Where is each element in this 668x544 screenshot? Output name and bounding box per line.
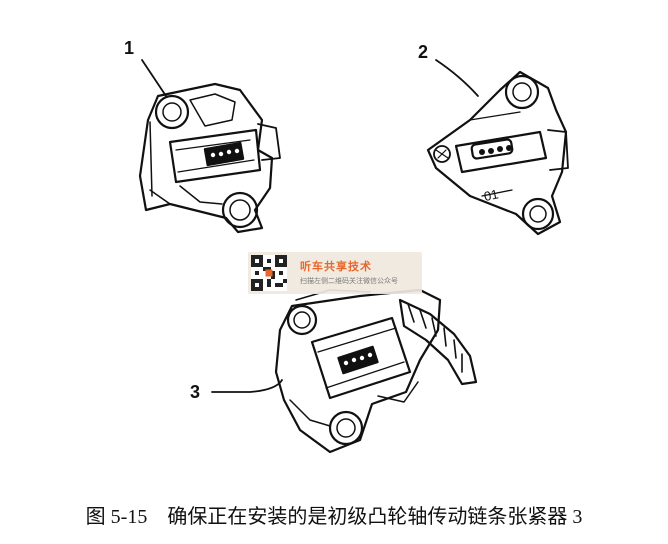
tensioner-part-3 xyxy=(274,288,478,454)
tensioner-part-2: 01 xyxy=(426,70,569,236)
callout-3: 3 xyxy=(190,382,201,402)
tensioner-figure: 01 xyxy=(138,59,569,454)
svg-text:01: 01 xyxy=(482,186,499,204)
watermark-title: 听车共享技术 xyxy=(300,260,372,273)
watermark-subtitle: 扫描左侧二维码关注微信公众号 xyxy=(300,277,398,285)
tensioner-part-1 xyxy=(138,82,281,234)
watermark-badge: 听车共享技术 扫描左侧二维码关注微信公众号 xyxy=(248,252,422,294)
callout-2: 2 xyxy=(418,42,429,62)
callout-1: 1 xyxy=(124,38,135,58)
leader-line-2 xyxy=(435,59,479,97)
figure-caption: 图 5-15 确保正在安装的是初级凸轮轴传动链条张紧器 3 xyxy=(85,506,583,528)
leader-line-1 xyxy=(141,59,167,97)
qr-code-icon xyxy=(251,255,287,291)
leader-line-3 xyxy=(211,379,283,393)
